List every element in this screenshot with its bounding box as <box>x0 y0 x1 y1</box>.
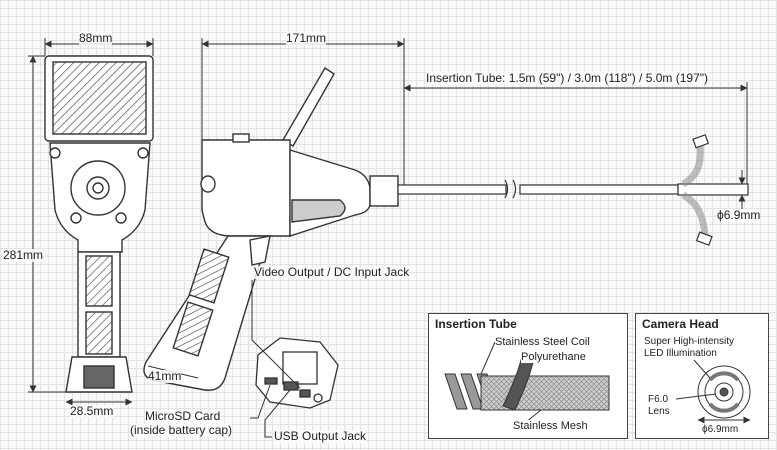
side-handle-grip-lower <box>172 301 214 357</box>
label-lens-line1: F6.0 <box>648 394 669 405</box>
leader-coil <box>480 341 496 375</box>
tip-cap-lower <box>695 231 713 246</box>
leader-microsd <box>250 384 271 419</box>
dim-insertion-tube: Insertion Tube: 1.5m (59") / 3.0m (118")… <box>426 71 709 85</box>
label-lens-line2: Lens <box>648 406 670 417</box>
dim-head-diameter: ϕ6.9mm <box>717 208 761 222</box>
label-mesh: Stainless Mesh <box>513 420 588 432</box>
dim-handle-depth: 41mm <box>148 369 182 383</box>
cap-screen <box>282 351 318 385</box>
side-screen <box>282 67 335 147</box>
cap-slot-sd <box>264 377 278 385</box>
leader-lens <box>675 393 717 400</box>
side-main-block <box>201 139 291 237</box>
cap-jack <box>313 393 323 403</box>
dim-height: 281mm <box>3 248 44 262</box>
label-polyurethane: Polyurethane <box>521 351 586 363</box>
front-dimensions <box>28 38 154 406</box>
lens-inner <box>719 387 729 397</box>
tube-segment-left <box>397 184 507 195</box>
tube-segment-right <box>519 184 679 195</box>
front-handle-grip-lower <box>85 311 113 355</box>
screw-hole-bl <box>70 212 82 224</box>
label-coil: Stainless Steel Coil <box>495 336 590 348</box>
cap-slot-dc <box>299 389 311 398</box>
tube-break <box>504 179 517 199</box>
coil-strip-1 <box>444 373 468 410</box>
polyurethane-layer <box>502 359 534 411</box>
camera-head-panel: Camera Head Super High-intensity LED Ill… <box>635 313 769 439</box>
front-handle-grip-upper <box>85 255 113 307</box>
camera-panel-drawing <box>675 359 751 424</box>
tip-bend-upper <box>681 144 704 188</box>
side-view <box>143 67 399 391</box>
insertion-panel-title: Insertion Tube <box>435 317 517 331</box>
label-microsd-line2: (inside battery cap) <box>130 423 233 437</box>
side-button <box>232 133 250 143</box>
dim-handle-width: 28.5mm <box>70 404 114 418</box>
connector-cap <box>255 337 339 409</box>
side-nose <box>369 175 399 207</box>
insertion-tube-panel: Insertion Tube Stainless Steel Coil Poly… <box>428 313 628 439</box>
dim-width-front: 88mm <box>79 31 113 45</box>
label-usb-output: USB Output Jack <box>274 429 367 443</box>
tip-cap-upper <box>692 134 710 149</box>
leader-usb <box>264 389 291 438</box>
side-knob <box>200 175 216 193</box>
side-handle-grip-upper <box>188 248 230 304</box>
front-dial-core <box>92 182 104 194</box>
screw-hole-tl <box>49 147 61 159</box>
side-grip <box>289 149 371 237</box>
label-camera-diameter: ϕ6.9mm <box>702 424 739 435</box>
label-video-output: Video Output / DC Input Jack <box>254 265 410 279</box>
camera-panel-title: Camera Head <box>642 317 719 331</box>
led-arc-top <box>708 371 740 382</box>
dim-length-body: 171mm <box>286 31 327 45</box>
label-led-line1: Super High-intensity <box>644 336 735 347</box>
leader-video-output <box>251 280 301 389</box>
insertion-panel-drawing <box>444 341 610 427</box>
tip-bend-lower <box>681 191 709 237</box>
tube-tip <box>677 183 749 196</box>
led-arc-bottom <box>708 402 740 413</box>
front-screen <box>52 61 147 135</box>
side-handle-hook <box>249 235 271 266</box>
mesh-layer <box>480 375 610 411</box>
leader-led <box>693 359 711 379</box>
front-base-clip <box>83 365 115 389</box>
screw-hole-br <box>115 212 127 224</box>
front-view <box>44 55 154 393</box>
side-trigger <box>291 199 346 223</box>
label-led-line2: LED Illumination <box>644 348 717 359</box>
insertion-tube-drawing <box>397 134 749 246</box>
screw-hole-tr <box>137 147 149 159</box>
leader-lines <box>250 280 301 438</box>
label-microsd-line1: MicroSD Card <box>145 409 221 423</box>
